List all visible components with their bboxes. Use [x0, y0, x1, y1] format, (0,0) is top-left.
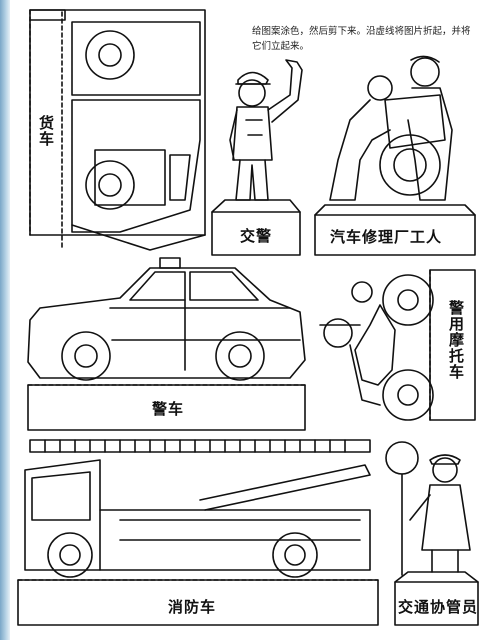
fire-truck-figure [17, 439, 379, 626]
label-traffic-police: 交警 [240, 227, 273, 245]
label-repair-workers: 汽车修理厂工人 [330, 228, 443, 246]
police-car-figure [27, 257, 306, 431]
police-motorcycle-figure [319, 269, 476, 421]
label-fire-truck: 消防车 [168, 598, 217, 616]
repair-workers-figure [314, 55, 476, 256]
label-truck: 货车 [37, 115, 55, 147]
label-police-car: 警车 [152, 400, 185, 418]
instructions-text: 给图案涂色，然后剪下来。沿虚线将图片折起，并将它们立起来。 [252, 26, 471, 52]
page-edge-strip [0, 0, 10, 640]
traffic-warden-figure [385, 441, 479, 626]
label-traffic-warden: 交通协管员 [398, 598, 479, 616]
label-police-motorcycle: 警用摩托车 [447, 300, 465, 380]
truck-cutout [29, 9, 206, 251]
traffic-police-figure [211, 59, 303, 256]
